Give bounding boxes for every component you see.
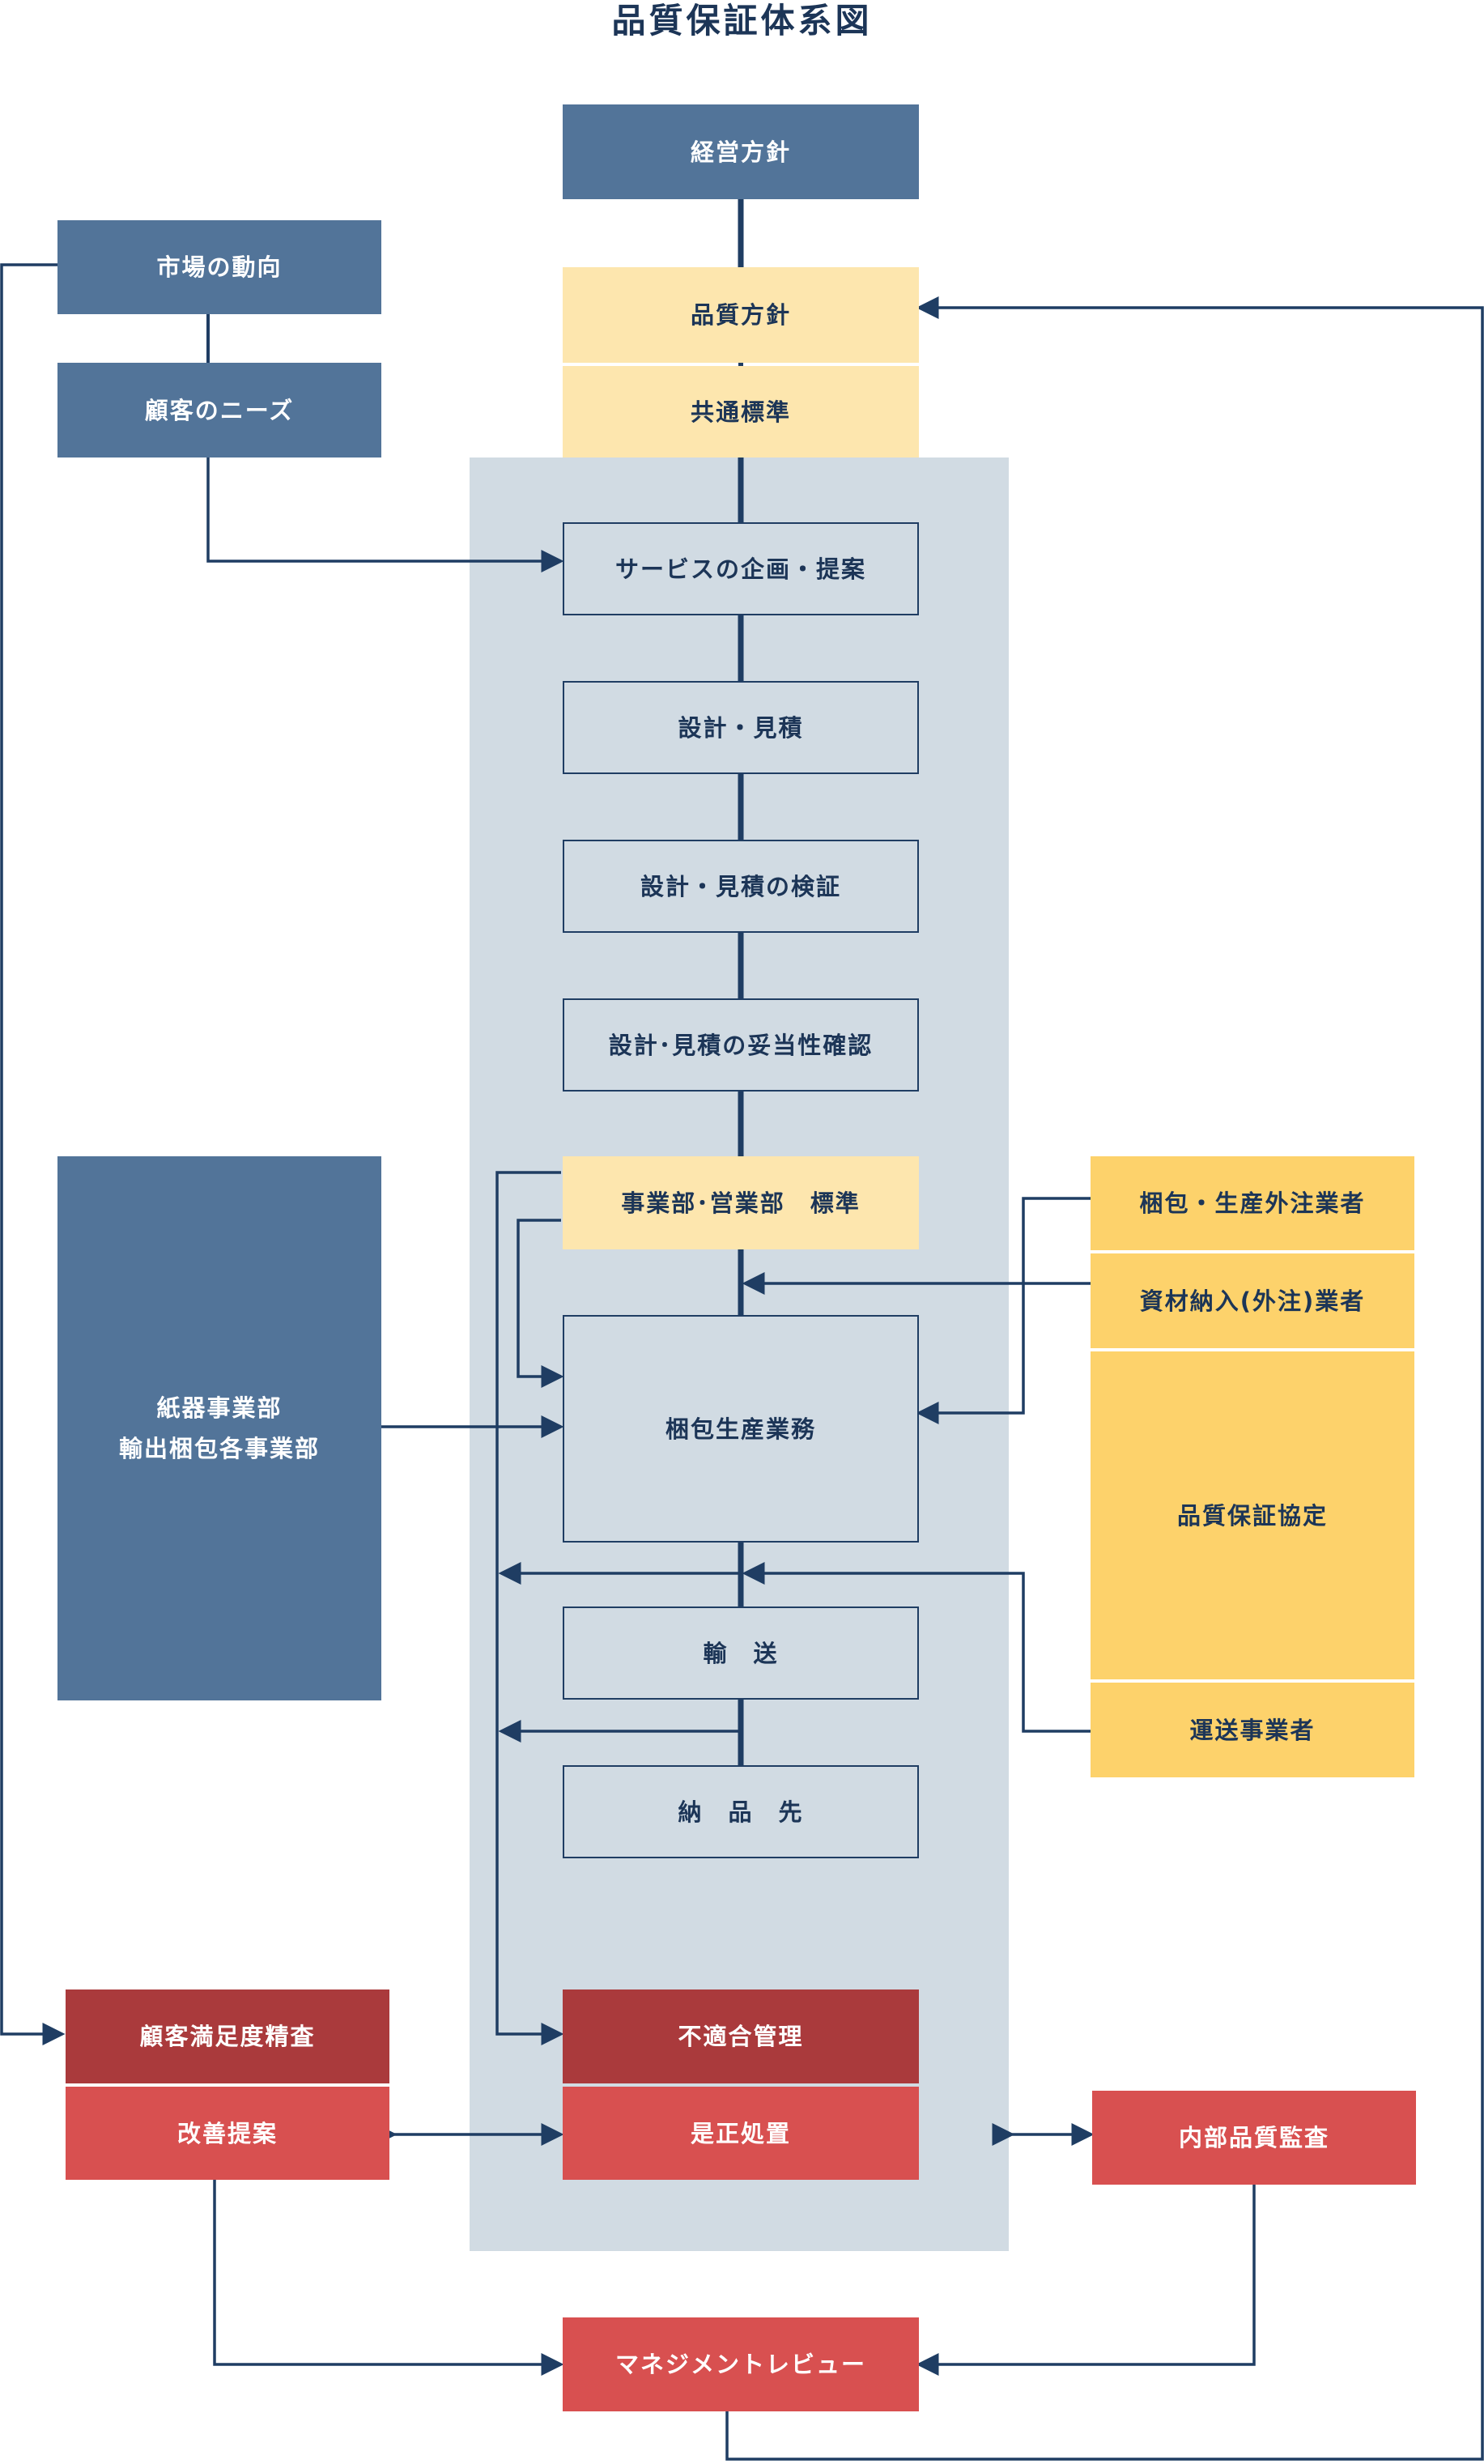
service-planning-box: サービスの企画・提案 — [563, 522, 919, 615]
division-standard-box: 事業部･営業部 標準 — [563, 1156, 919, 1249]
arrow-review-to-policy — [725, 296, 1484, 2461]
common-standard-box: 共通標準 — [563, 366, 919, 457]
internal-audit-box: 内部品質監査 — [1092, 2091, 1416, 2185]
transport-box: 輸 送 — [563, 1606, 919, 1700]
management-policy-box: 経営方針 — [563, 104, 919, 199]
design-validation-box: 設計･見積の妥当性確認 — [563, 998, 919, 1092]
divisions-box: 紙器事業部 輸出梱包各事業部 — [57, 1156, 381, 1700]
customer-needs-box: 顧客のニーズ — [57, 363, 381, 457]
quality-policy-box: 品質方針 — [563, 267, 919, 363]
arrow-market-to-satisfaction — [0, 263, 66, 2045]
outsourced-packaging-box: 梱包・生産外注業者 — [1091, 1156, 1414, 1250]
nonconformity-box: 不適合管理 — [563, 1989, 919, 2083]
arrow-improvement-to-review — [213, 2180, 564, 2376]
customer-satisfaction-box: 顧客満足度精査 — [66, 1989, 389, 2083]
arrow-audit-to-review — [916, 2185, 1256, 2376]
qa-agreement-box: 品質保証協定 — [1091, 1351, 1414, 1679]
delivery-box: 納 品 先 — [563, 1765, 919, 1858]
arrow-outsource-to-production — [916, 1197, 1091, 1424]
management-review-box: マネジメントレビュー — [563, 2317, 919, 2411]
arrow-needs-to-planning — [206, 457, 564, 572]
carrier-box: 運送事業者 — [1091, 1683, 1414, 1777]
arrow-standard-to-production — [517, 1219, 564, 1388]
material-supply-box: 資材納入(外注)業者 — [1091, 1253, 1414, 1348]
arrow-standard-to-nonconformity — [495, 1171, 564, 2045]
market-trend-box: 市場の動向 — [57, 220, 381, 314]
improvement-box: 改善提案 — [66, 2087, 389, 2180]
diagram-title: 品質保証体系図 — [611, 1, 873, 40]
packaging-production-box: 梱包生産業務 — [563, 1315, 919, 1543]
arrow-carrier-to-spine — [742, 1562, 1091, 1733]
corrective-action-box: 是正処置 — [563, 2087, 919, 2180]
design-verification-box: 設計・見積の検証 — [563, 840, 919, 933]
design-estimate-box: 設計・見積 — [563, 681, 919, 774]
